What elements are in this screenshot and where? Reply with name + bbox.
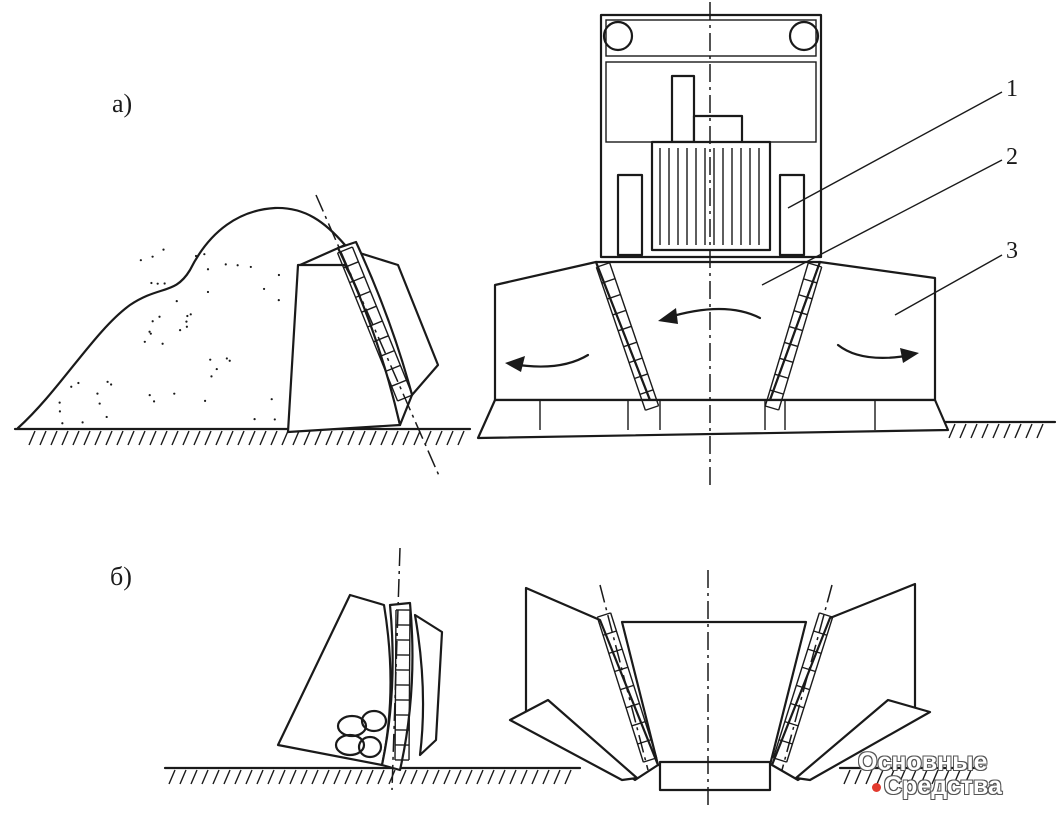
- ground-a: [13, 420, 1057, 446]
- callout-2: 2: [1006, 144, 1018, 170]
- material-pile: [16, 206, 347, 430]
- leader-lines: [761, 91, 1003, 316]
- watermark-line2: Средства: [884, 772, 1002, 800]
- ground-b: [163, 766, 987, 785]
- watermark-dot: [872, 783, 881, 792]
- blade-front-view-a: [476, 260, 950, 440]
- panel-b-label: б): [110, 562, 132, 591]
- panel-a-label: а): [112, 89, 132, 118]
- watermark-line1: Основные: [858, 748, 988, 776]
- callout-3: 3: [1006, 238, 1018, 264]
- tractor-front-view: [599, 13, 823, 259]
- blade-front-view-b: [508, 582, 932, 792]
- blade-side-view-a: [286, 194, 441, 479]
- rocks: [334, 709, 388, 759]
- callout-1: 1: [1006, 76, 1018, 102]
- blade-side-view-b: [276, 547, 444, 791]
